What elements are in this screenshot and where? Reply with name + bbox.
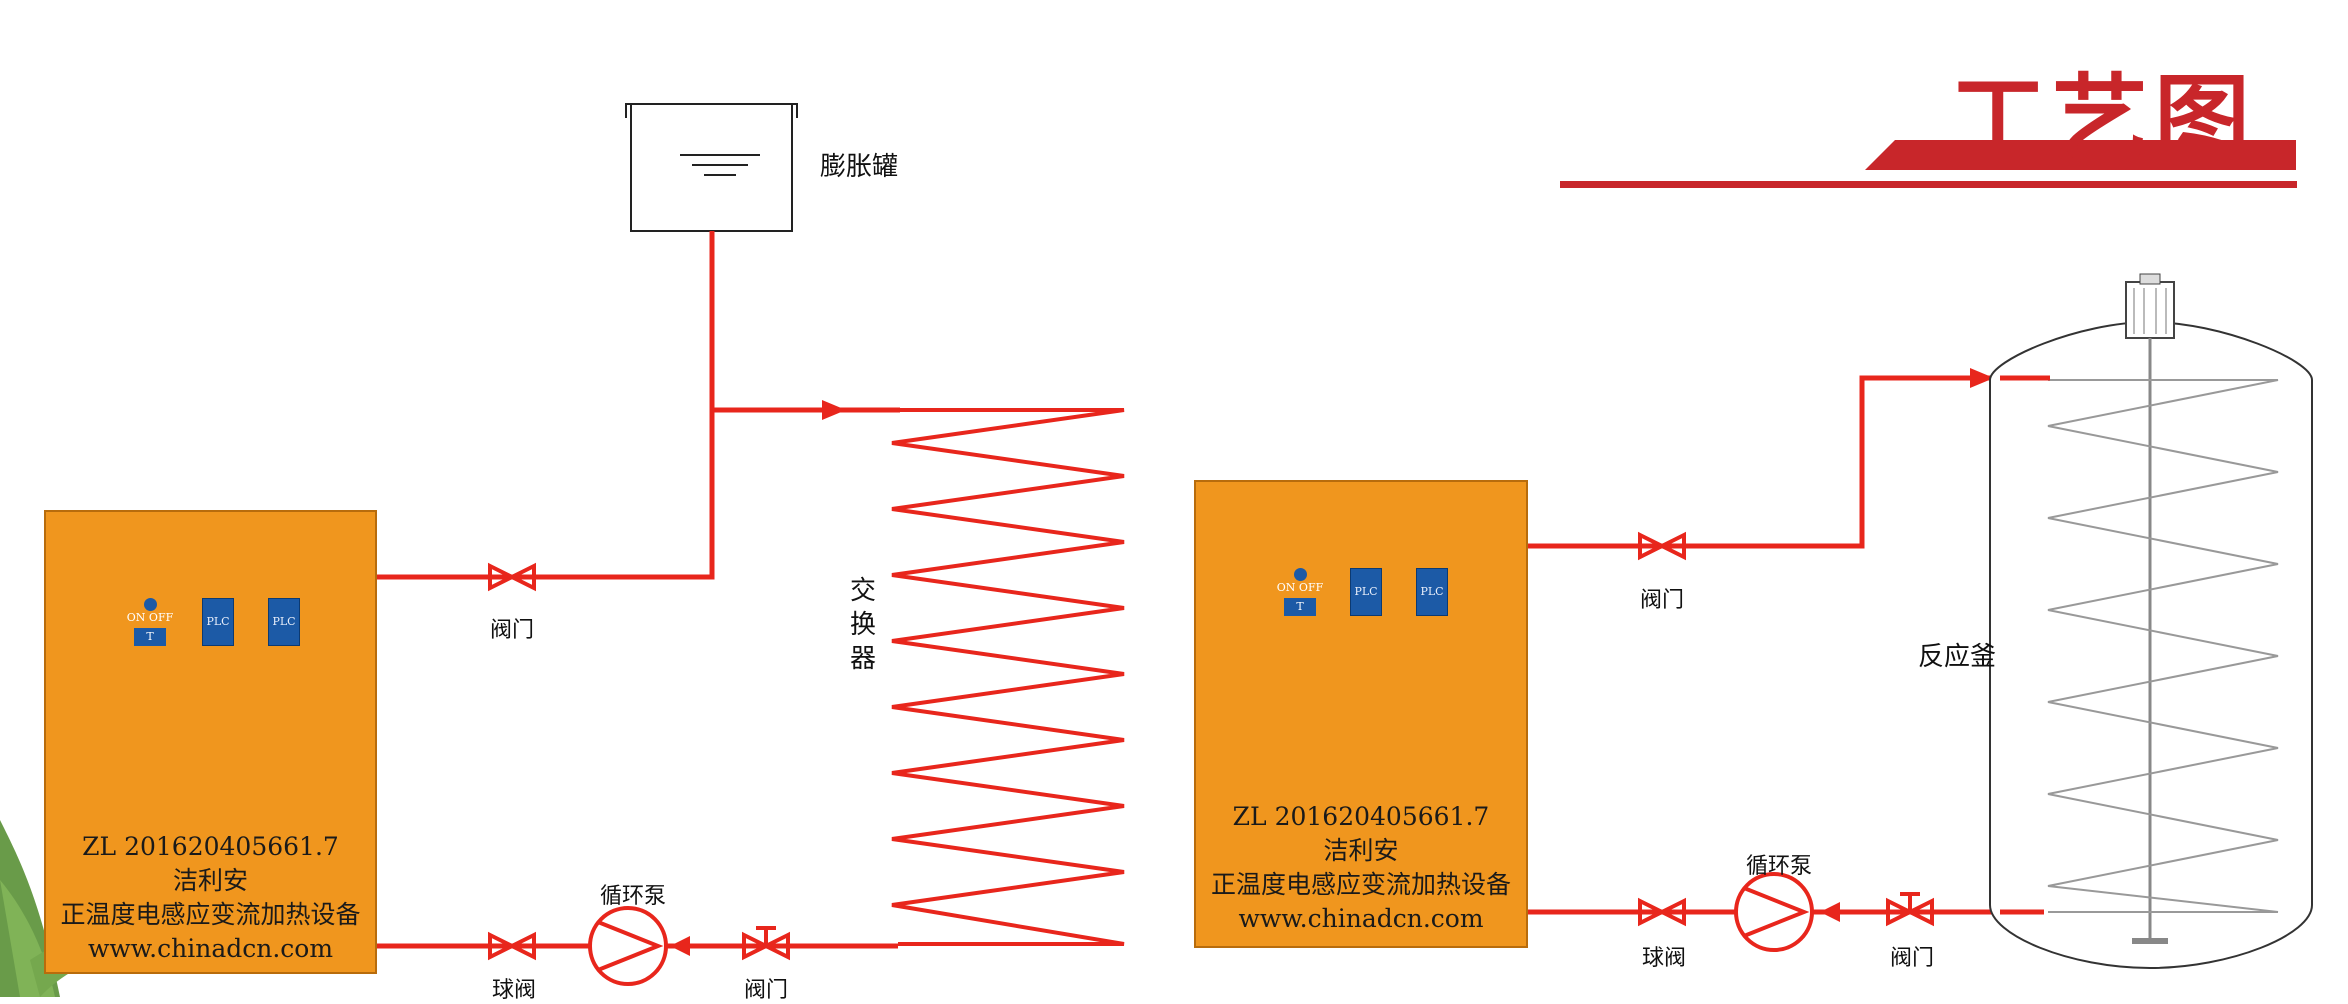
flow-arrow-left-pump (670, 936, 690, 956)
plc-module-2: PLC (1416, 568, 1448, 616)
page-title: 工艺图 (1950, 64, 2256, 176)
on-off-switch[interactable]: ON OFF T (127, 598, 173, 650)
plc-module-2: PLC (268, 598, 300, 646)
cabinet-patent: ZL 201620405661.7 (1232, 802, 1490, 831)
flow-arrow-right-pump (1820, 902, 1840, 922)
cabinet-brand: 洁利安 (172, 866, 248, 895)
valve-left-bottom (742, 926, 790, 961)
on-off-label: ON OFF (126, 611, 174, 624)
flow-arrow-exchanger-in (822, 400, 846, 420)
t-label: T (134, 628, 166, 646)
left-valve-top-label: 阀门 (490, 618, 535, 643)
circulation-pump-left (588, 906, 668, 986)
title-underline (1560, 181, 2297, 188)
ball-valve-left (488, 931, 536, 961)
heating-cabinet-left: ON OFF T PLC PLC ZL 201620405661.7 洁利安 正… (44, 510, 377, 974)
expansion-tank-label: 膨胀罐 (820, 152, 899, 182)
t-label: T (1284, 598, 1316, 616)
ball-valve-right (1638, 897, 1686, 927)
cabinet-description: 正温度电感应变流加热设备 (60, 900, 361, 929)
cabinet-url: www.chinadcn.com (1238, 904, 1484, 933)
on-off-label: ON OFF (1276, 581, 1324, 594)
valve-right-top (1638, 531, 1686, 561)
left-ball-valve-label: 球阀 (492, 978, 537, 1003)
cabinet-description: 正温度电感应变流加热设备 (1210, 870, 1511, 899)
plc-module-1: PLC (202, 598, 234, 646)
right-valve-bottom-label: 阀门 (1890, 946, 1935, 971)
title-banner-bar (1865, 140, 2296, 170)
expansion-tank (625, 103, 798, 232)
exchanger-char-2: 换 (849, 610, 876, 640)
heating-cabinet-right: ON OFF T PLC PLC ZL 201620405661.7 洁利安 正… (1194, 480, 1528, 948)
reactor-vessel (1989, 273, 2313, 970)
valve-right-bottom (1886, 892, 1934, 927)
right-pump-label: 循环泵 (1746, 854, 1813, 879)
flow-arrow-reactor-in (1970, 368, 1994, 388)
cabinet-patent: ZL 201620405661.7 (82, 832, 339, 861)
left-valve-bottom-label: 阀门 (744, 978, 789, 1003)
reactor-label: 反应釜 (1918, 642, 1997, 672)
circulation-pump-right (1734, 872, 1814, 952)
switch-indicator-icon (1294, 568, 1307, 581)
heat-exchanger-coil (846, 408, 1125, 946)
exchanger-char-3: 器 (849, 644, 876, 674)
heat-exchanger-label: 交 换 器 (848, 574, 878, 676)
left-pump-label: 循环泵 (600, 884, 667, 909)
right-ball-valve-label: 球阀 (1642, 946, 1687, 971)
switch-indicator-icon (144, 598, 157, 611)
right-valve-top-label: 阀门 (1640, 588, 1685, 613)
exchanger-char-1: 交 (849, 576, 876, 606)
on-off-switch[interactable]: ON OFF T (1277, 568, 1323, 620)
cabinet-brand: 洁利安 (1323, 836, 1399, 865)
cabinet-url: www.chinadcn.com (87, 934, 334, 963)
plc-module-1: PLC (1350, 568, 1382, 616)
valve-left-top (488, 562, 536, 592)
